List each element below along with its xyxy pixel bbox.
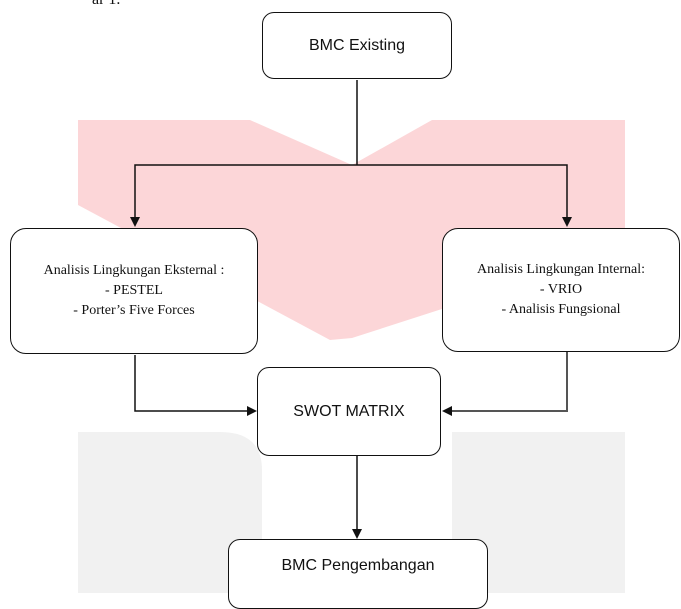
node-external-title: Analisis Lingkungan Eksternal :: [43, 263, 225, 278]
node-bmc-existing-label: BMC Existing: [308, 36, 406, 54]
node-external-item: - PESTEL: [105, 283, 163, 298]
node-swot-matrix: SWOT MATRIX: [257, 367, 441, 456]
connectors: [130, 80, 572, 539]
watermark-lower-shape-left: [78, 432, 262, 593]
node-external-item: - Porter’s Five Forces: [73, 303, 195, 318]
connector-to-external: [130, 164, 357, 227]
node-external-analysis: Analisis Lingkungan Eksternal : - PESTEL…: [10, 228, 258, 354]
node-bmc-existing: BMC Existing: [262, 12, 452, 79]
flow-diagram: ar 1. BMC Existing Analisis Lingkungan E…: [10, 0, 680, 609]
watermark-lower-shape-right: [452, 432, 625, 593]
connector-internal-to-swot: [442, 352, 568, 416]
connector-to-internal: [357, 164, 572, 227]
node-internal-title: Analisis Lingkungan Internal:: [477, 262, 645, 277]
node-swot-label: SWOT MATRIX: [293, 402, 405, 420]
node-internal-item: - Analisis Fungsional: [501, 302, 621, 317]
node-bmc-pengembangan-label: BMC Pengembangan: [281, 557, 435, 574]
connector-external-to-swot: [134, 355, 257, 416]
node-bmc-pengembangan: BMC Pengembangan: [228, 539, 488, 609]
caption-fragment: ar 1.: [92, 0, 120, 9]
node-internal-analysis: Analisis Lingkungan Internal: - VRIO - A…: [442, 228, 680, 352]
node-internal-item: - VRIO: [539, 282, 583, 297]
